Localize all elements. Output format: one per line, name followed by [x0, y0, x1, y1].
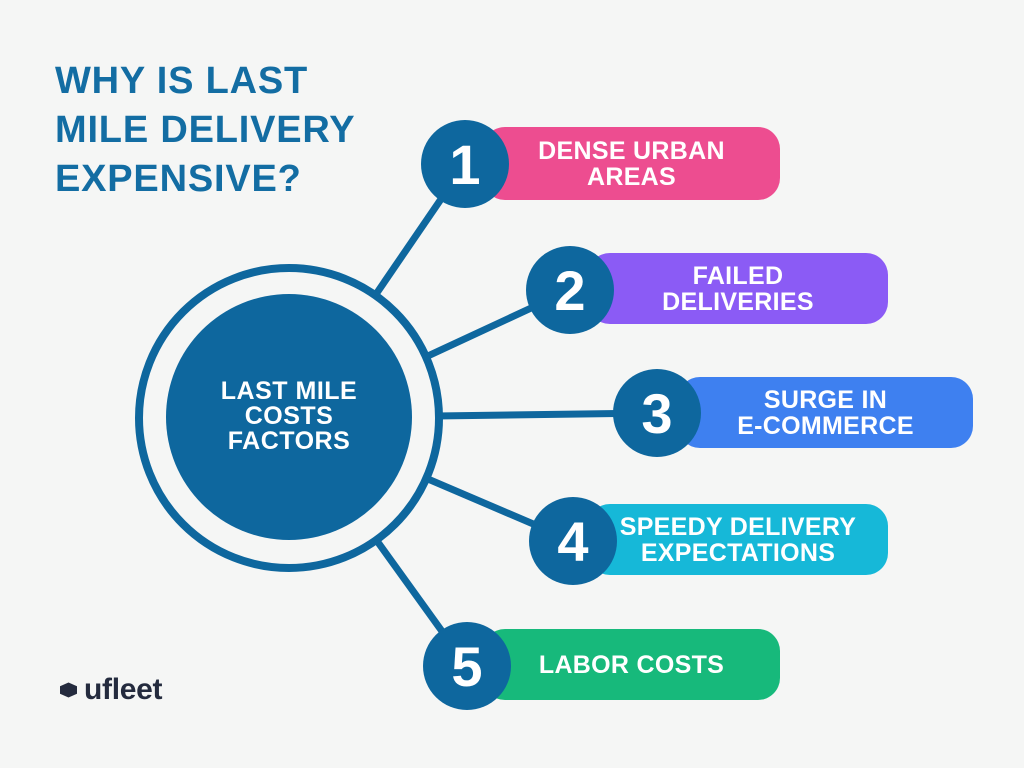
page-title: WHY IS LAST MILE DELIVERY EXPENSIVE?	[55, 60, 356, 200]
factor-5-pill: LABOR COSTS	[483, 629, 780, 700]
factor-4-number-badge: 4	[529, 497, 617, 585]
factor-1-pill: DENSE URBAN AREAS	[483, 127, 780, 200]
factor-2-label: FAILED DELIVERIES	[662, 261, 814, 316]
factor-5-label: LABOR COSTS	[538, 650, 725, 679]
hexagon-icon	[60, 682, 77, 698]
factor-3-number: 3	[641, 381, 673, 445]
center-circle	[166, 294, 412, 540]
factor-5-number: 5	[451, 634, 483, 698]
center-circle-label: LAST MILE COSTS FACTORS	[220, 377, 358, 455]
logo-text: ufleet	[84, 673, 163, 706]
factor-1-label: DENSE URBAN AREAS	[538, 136, 725, 191]
factor-4-number: 4	[557, 509, 589, 573]
factor-2-number: 2	[554, 258, 586, 322]
logo: ufleet	[60, 673, 163, 707]
factor-2-number-badge: 2	[526, 246, 614, 334]
factor-3-pill: SURGE IN E-COMMERCE	[678, 377, 973, 448]
factor-1-number: 1	[449, 132, 481, 196]
factor-1-number-badge: 1	[421, 120, 509, 208]
factor-3-number-badge: 3	[613, 369, 701, 457]
factor-4-label: SPEEDY DELIVERY EXPECTATIONS	[619, 512, 857, 567]
factor-3-label: SURGE IN E-COMMERCE	[737, 385, 914, 440]
factor-4-pill: SPEEDY DELIVERY EXPECTATIONS	[588, 504, 888, 575]
hexagon-shape	[60, 682, 77, 698]
factor-2-pill: FAILED DELIVERIES	[588, 253, 888, 324]
factor-5-number-badge: 5	[423, 622, 511, 710]
